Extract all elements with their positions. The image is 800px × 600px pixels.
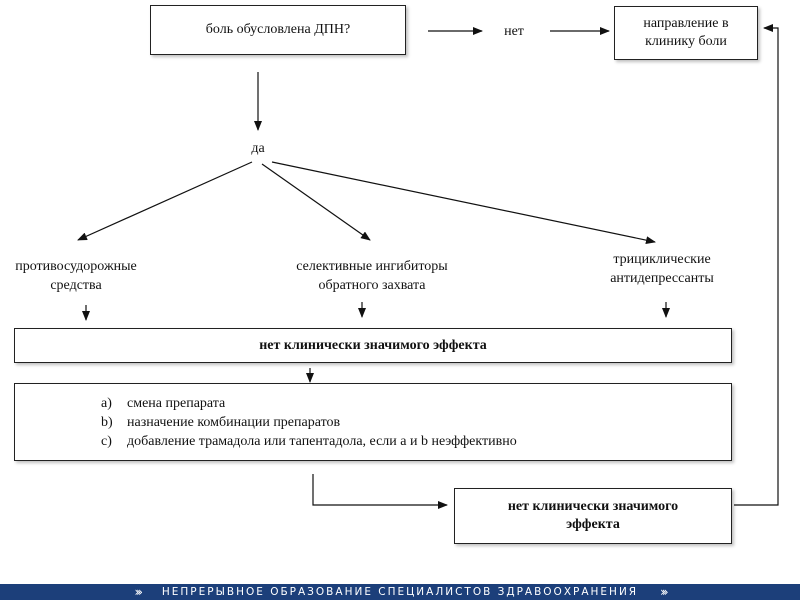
drug-class-line2: средства bbox=[50, 278, 102, 293]
option-item: b) назначение комбинации препаратов bbox=[101, 413, 517, 432]
drug-class-line2: обратного захвата bbox=[318, 278, 426, 293]
referral-box: направление в клинику боли bbox=[614, 6, 758, 60]
option-marker: a) bbox=[101, 396, 112, 411]
arrow-options-to-final bbox=[312, 474, 448, 509]
no-effect-box: нет клинически значимого эффекта bbox=[14, 328, 732, 363]
options-list: a) смена препарата b) назначение комбинаци… bbox=[101, 394, 517, 451]
option-item: a) смена препарата bbox=[101, 394, 517, 413]
drug-class-line2: антидепрессанты bbox=[610, 271, 714, 286]
arrow-final-to-referral bbox=[734, 24, 779, 506]
drug-class-line1: трициклические bbox=[613, 252, 711, 267]
option-item: c) добавление трамадола или тапентадола, … bbox=[101, 432, 517, 451]
final-line1: нет клинически значимого bbox=[507, 499, 679, 514]
referral-line2: клинику боли bbox=[645, 34, 727, 49]
question-text: боль обусловлена ДПН? bbox=[205, 22, 351, 37]
option-text: смена препарата bbox=[127, 396, 226, 411]
footer-bar: ››› НЕПРЕРЫВНОЕ ОБРАЗОВАНИЕ СПЕЦИАЛИСТОВ… bbox=[0, 584, 800, 600]
drug-class-tca: трициклические антидепрессанты bbox=[582, 250, 742, 288]
chevron-right-icon: ››› bbox=[660, 585, 669, 599]
drug-class-line1: селективные ингибиторы bbox=[296, 259, 448, 274]
options-box: a) смена препарата b) назначение комбинаци… bbox=[14, 383, 732, 461]
option-text: добавление трамадола или тапентадола, ес… bbox=[127, 434, 517, 449]
option-text: назначение комбинации препаратов bbox=[127, 415, 341, 430]
option-marker: c) bbox=[101, 434, 112, 449]
question-box: боль обусловлена ДПН? bbox=[150, 5, 406, 55]
footer-text: НЕПРЕРЫВНОЕ ОБРАЗОВАНИЕ СПЕЦИАЛИСТОВ ЗДР… bbox=[161, 586, 639, 598]
drug-class-ssri: селективные ингибиторы обратного захвата bbox=[272, 257, 472, 295]
final-line2: эффекта bbox=[566, 517, 620, 532]
arrow-yes-to-tca bbox=[271, 161, 656, 245]
drug-class-anticonvulsants: противосудорожные средства bbox=[0, 257, 152, 295]
referral-line1: направление в bbox=[643, 16, 729, 31]
chevron-right-icon: ››› bbox=[134, 585, 143, 599]
yes-label: да bbox=[251, 141, 265, 156]
arrow-yes-to-anticonvulsants bbox=[77, 161, 253, 241]
no-label: нет bbox=[504, 24, 524, 39]
drug-class-line1: противосудорожные bbox=[15, 259, 137, 274]
no-effect-text: нет клинически значимого эффекта bbox=[259, 337, 487, 353]
final-no-effect-box: нет клинически значимого эффекта bbox=[454, 488, 732, 544]
arrow-yes-to-ssri bbox=[261, 163, 371, 241]
option-marker: b) bbox=[101, 415, 113, 430]
